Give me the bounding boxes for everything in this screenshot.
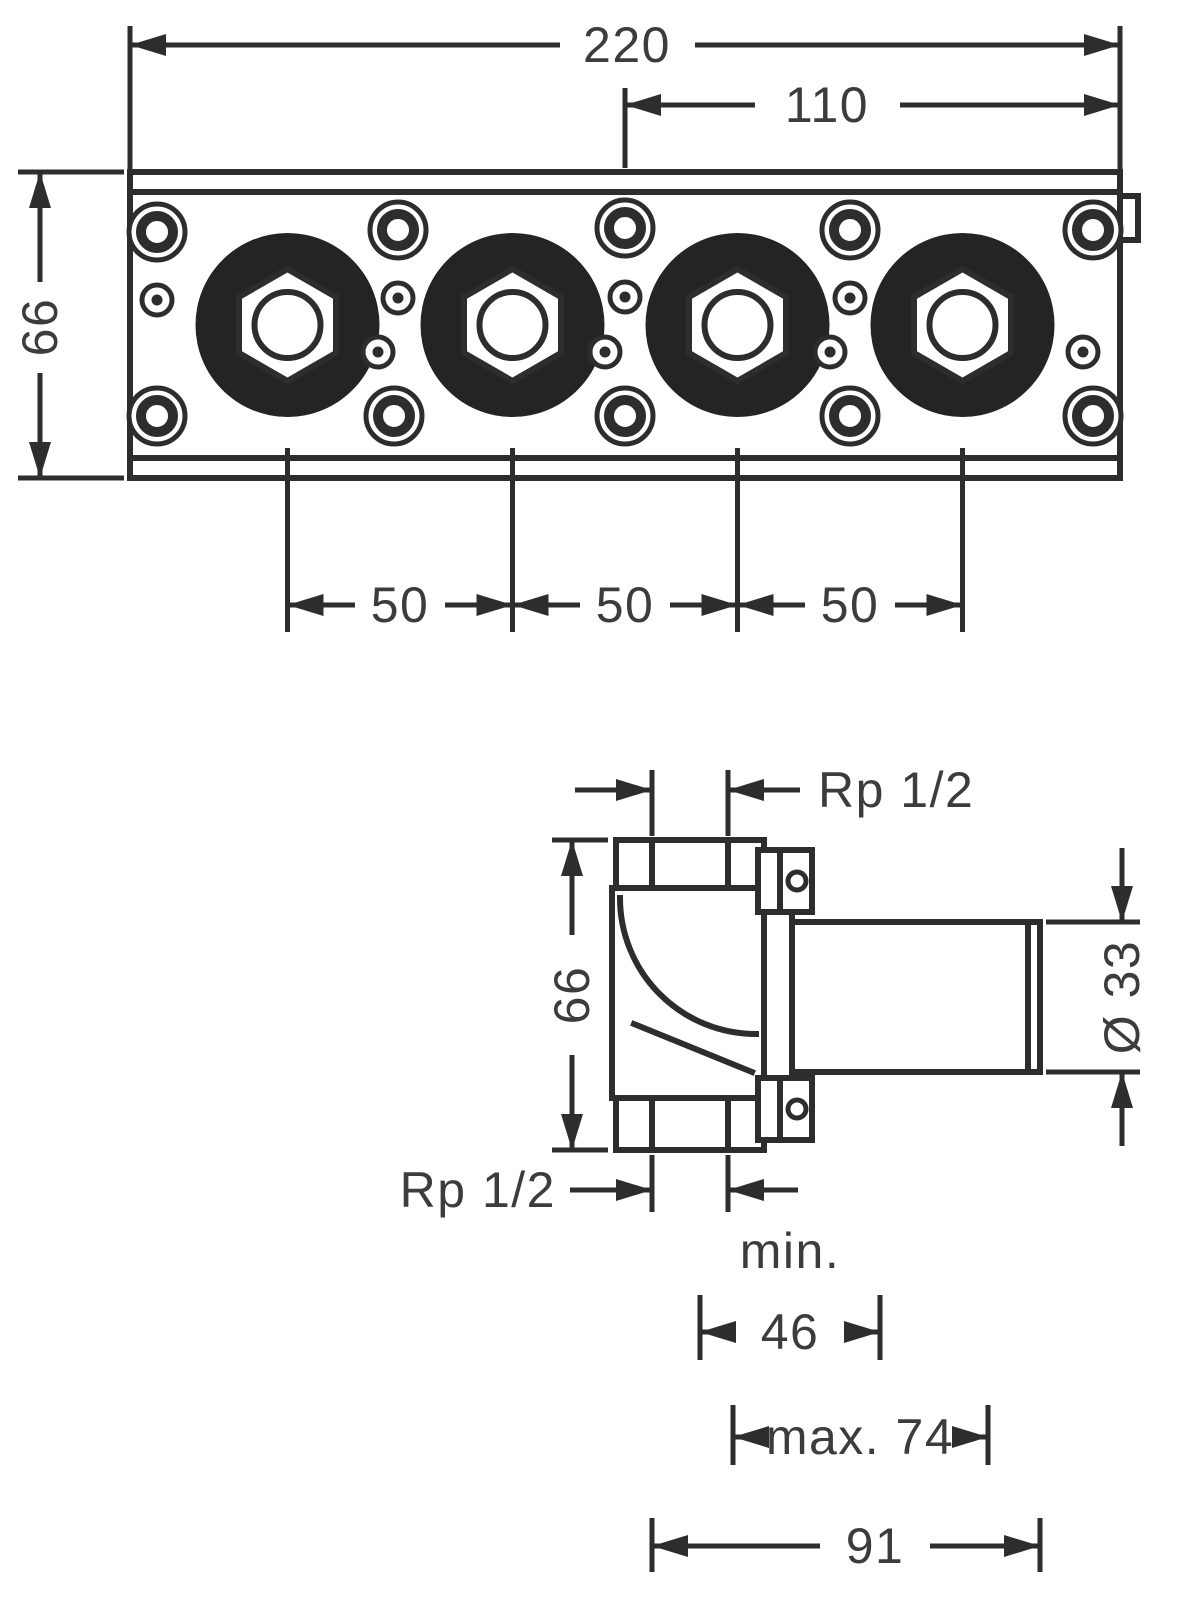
- dim-port-spacings: 50 50 50: [285, 448, 965, 633]
- dim-side-height-label: 66: [544, 966, 600, 1025]
- dim-half-width: 110: [622, 77, 1120, 168]
- dim-spacing-1-label: 50: [371, 577, 430, 633]
- dim-bottom-thread: Rp 1/2: [400, 1155, 798, 1218]
- dim-max-depth-label: max. 74: [766, 1409, 954, 1465]
- dim-total-width: 220: [127, 17, 1123, 170]
- dim-top-thread-label: Rp 1/2: [818, 762, 974, 818]
- valve-port-3: [646, 233, 830, 417]
- plate-screw-top: [785, 869, 809, 893]
- top-hex-nut: [613, 837, 767, 891]
- front-view: 220 110 66 50 50: [12, 17, 1141, 633]
- plate-screw-bottom: [785, 1097, 809, 1121]
- side-body: [609, 837, 1043, 1153]
- dim-min-depth: min. 46: [697, 1223, 883, 1360]
- dim-half-width-label: 110: [785, 77, 869, 133]
- dim-total-width-label: 220: [583, 17, 671, 73]
- dim-max-depth: max. 74: [730, 1405, 991, 1465]
- valve-port-4: [871, 233, 1055, 417]
- dim-front-height: 66: [12, 169, 124, 481]
- elbow-bore-arc: [616, 894, 760, 1038]
- dim-spacing-2-label: 50: [596, 577, 655, 633]
- dim-spigot-diameter-label: Ø 33: [1094, 940, 1150, 1054]
- dim-front-height-label: 66: [12, 298, 68, 357]
- dim-spigot-diameter: Ø 33: [1046, 848, 1150, 1146]
- side-view: Rp 1/2 66 Ø 33 Rp 1/2 min.: [400, 762, 1150, 1574]
- dim-total-depth: 91: [649, 1518, 1043, 1574]
- dim-bottom-thread-label: Rp 1/2: [400, 1162, 556, 1218]
- dim-spacing-3-label: 50: [821, 577, 880, 633]
- dim-min-prefix-label: min.: [740, 1223, 840, 1279]
- spigot-cylinder: [789, 919, 1043, 1075]
- dim-top-thread: Rp 1/2: [575, 762, 974, 836]
- dim-min-depth-label: 46: [761, 1304, 820, 1360]
- dim-side-height: 66: [544, 837, 608, 1153]
- valve-port-1: [196, 233, 380, 417]
- valve-port-2: [421, 233, 605, 417]
- bottom-hex-nut: [613, 1095, 767, 1153]
- dim-total-depth-label: 91: [846, 1518, 905, 1574]
